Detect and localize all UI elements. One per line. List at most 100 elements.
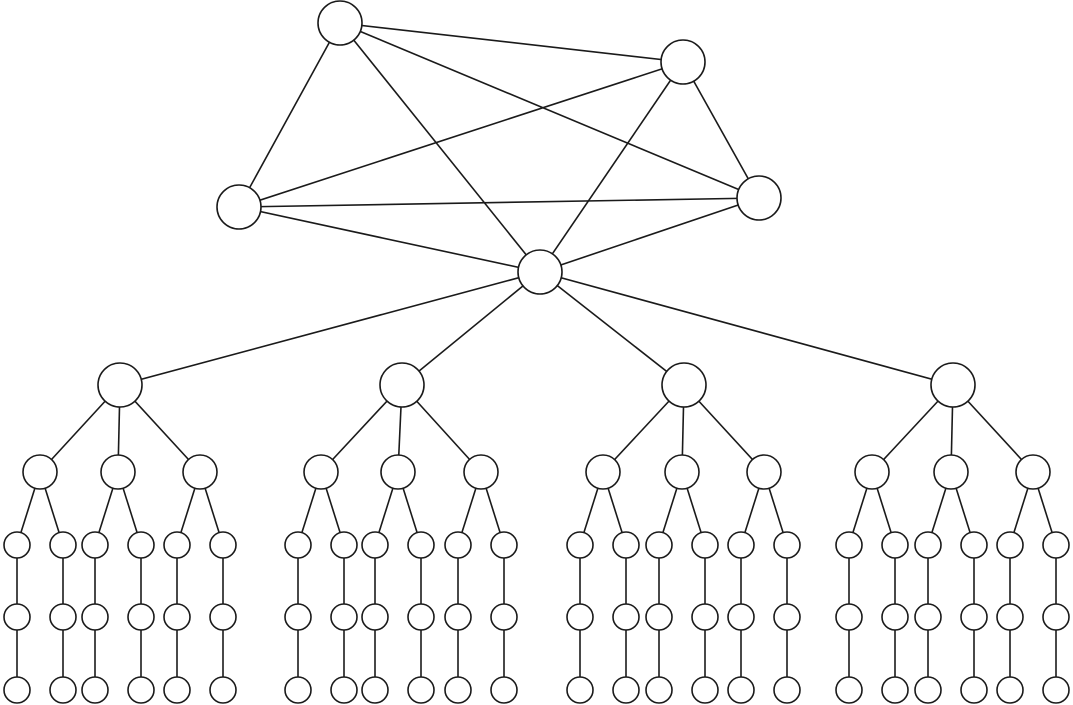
switch-node (22, 454, 58, 490)
hub-to-branch-link (539, 271, 685, 386)
switch-node (182, 454, 218, 490)
mesh-link (539, 61, 684, 273)
chain-end-node (444, 676, 472, 704)
leaf-node (361, 531, 389, 559)
chain-end-node (1042, 676, 1070, 704)
chain-end-node (81, 676, 109, 704)
chain-node (361, 603, 389, 631)
chain-end-node (566, 676, 594, 704)
chain-node (49, 603, 77, 631)
chain-node (163, 603, 191, 631)
chain-node (881, 603, 909, 631)
leaf-node (3, 531, 31, 559)
mesh-link (238, 197, 760, 208)
mesh-link (339, 22, 684, 63)
chain-node (444, 603, 472, 631)
chain-end-node (835, 676, 863, 704)
chain-end-node (914, 676, 942, 704)
mesh-link (339, 22, 541, 273)
hub-to-branch-link (539, 271, 954, 386)
leaf-node (691, 531, 719, 559)
chain-node (566, 603, 594, 631)
mesh-link (238, 61, 684, 208)
leaf-node (996, 531, 1024, 559)
chain-end-node (773, 676, 801, 704)
mesh-link (339, 22, 760, 199)
leaf-node (914, 531, 942, 559)
chain-end-node (330, 676, 358, 704)
leaf-node (163, 531, 191, 559)
branch-node (379, 362, 425, 408)
chain-node (835, 603, 863, 631)
leaf-node (330, 531, 358, 559)
leaf-node (1042, 531, 1070, 559)
chain-end-node (727, 676, 755, 704)
leaf-node (773, 531, 801, 559)
chain-end-node (612, 676, 640, 704)
leaf-node (209, 531, 237, 559)
leaf-node (612, 531, 640, 559)
mesh-link (682, 61, 760, 199)
hub-to-branch-link (401, 271, 541, 386)
chain-end-node (3, 676, 31, 704)
edges-layer (16, 22, 1057, 690)
core-mesh-node (660, 39, 706, 85)
mesh-link (539, 197, 760, 273)
chain-node (645, 603, 673, 631)
switch-node (380, 454, 416, 490)
core-mesh-node (216, 184, 262, 230)
chain-node (330, 603, 358, 631)
mesh-link (238, 206, 541, 273)
chain-end-node (645, 676, 673, 704)
chain-end-node (691, 676, 719, 704)
leaf-node (490, 531, 518, 559)
switch-node (746, 454, 782, 490)
leaf-node (645, 531, 673, 559)
chain-end-node (163, 676, 191, 704)
chain-node (960, 603, 988, 631)
chain-end-node (361, 676, 389, 704)
chain-end-node (127, 676, 155, 704)
switch-node (1015, 454, 1051, 490)
core-hub-node (517, 249, 563, 295)
leaf-node (284, 531, 312, 559)
chain-node (490, 603, 518, 631)
mesh-link (238, 22, 341, 208)
leaf-node (444, 531, 472, 559)
switch-node (933, 454, 969, 490)
leaf-node (81, 531, 109, 559)
chain-end-node (881, 676, 909, 704)
switch-node (585, 454, 621, 490)
chain-end-node (960, 676, 988, 704)
chain-node (407, 603, 435, 631)
leaf-node (960, 531, 988, 559)
leaf-node (407, 531, 435, 559)
branch-node (930, 362, 976, 408)
chain-end-node (996, 676, 1024, 704)
chain-end-node (490, 676, 518, 704)
chain-node (127, 603, 155, 631)
chain-node (996, 603, 1024, 631)
core-mesh-node (317, 0, 363, 46)
leaf-node (727, 531, 755, 559)
hub-to-branch-link (119, 271, 541, 386)
chain-end-node (407, 676, 435, 704)
core-mesh-node (736, 175, 782, 221)
branch-node (97, 362, 143, 408)
chain-node (209, 603, 237, 631)
switch-node (303, 454, 339, 490)
chain-end-node (209, 676, 237, 704)
chain-node (1042, 603, 1070, 631)
chain-end-node (49, 676, 77, 704)
chain-node (727, 603, 755, 631)
leaf-node (881, 531, 909, 559)
chain-node (773, 603, 801, 631)
nodes-layer (3, 0, 1070, 704)
leaf-node (835, 531, 863, 559)
chain-node (914, 603, 942, 631)
chain-node (3, 603, 31, 631)
branch-node (661, 362, 707, 408)
chain-node (81, 603, 109, 631)
